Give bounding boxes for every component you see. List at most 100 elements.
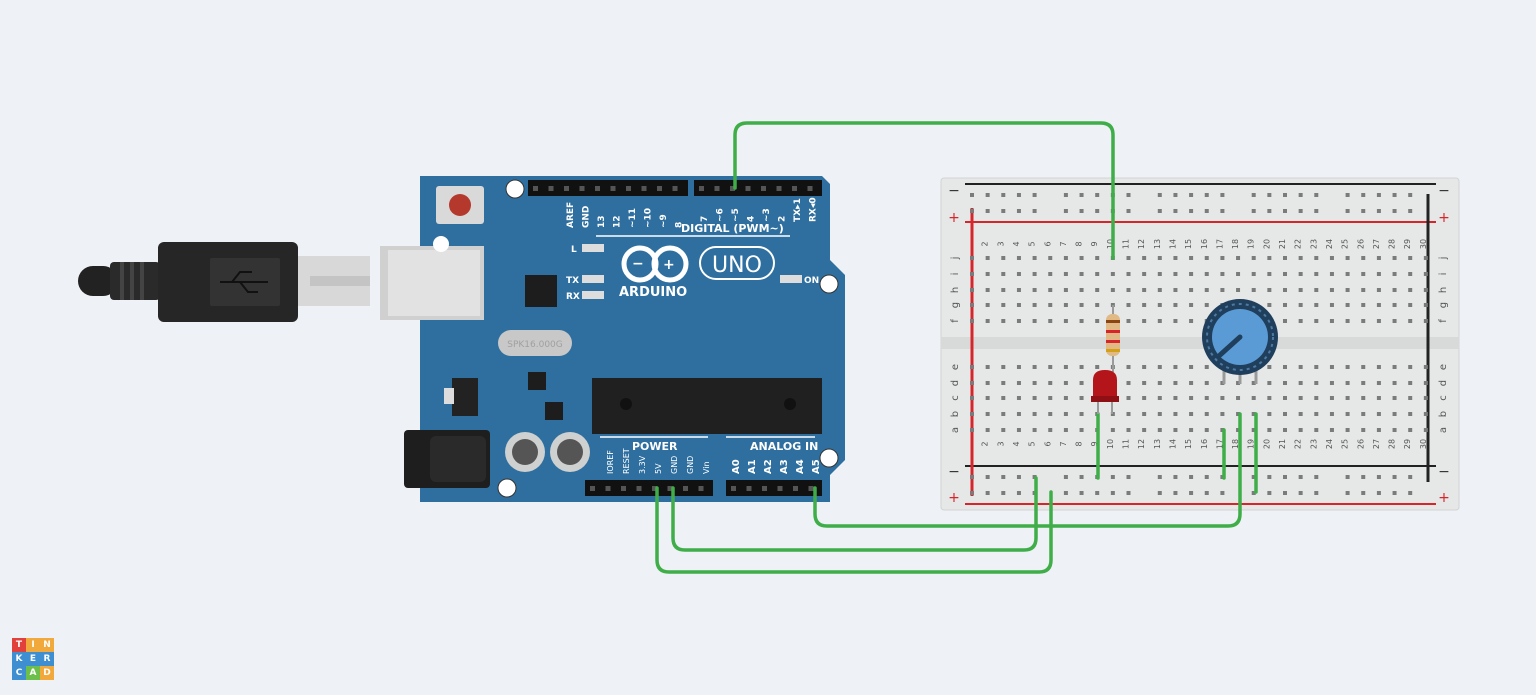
breadboard-hole[interactable] (1329, 396, 1334, 400)
breadboard-hole[interactable] (1423, 256, 1428, 260)
breadboard-hole[interactable] (1016, 396, 1021, 400)
breadboard-hole[interactable] (1063, 475, 1068, 479)
breadboard-hole[interactable] (1189, 209, 1194, 213)
breadboard-hole[interactable] (1361, 193, 1366, 197)
header-hole[interactable] (548, 186, 554, 191)
breadboard-hole[interactable] (1032, 396, 1037, 400)
breadboard-hole[interactable] (1016, 209, 1021, 213)
breadboard-hole[interactable] (1392, 365, 1397, 369)
header-hole[interactable] (610, 186, 616, 191)
breadboard-hole[interactable] (1298, 209, 1303, 213)
breadboard-hole[interactable] (1267, 256, 1272, 260)
breadboard-hole[interactable] (1345, 365, 1350, 369)
breadboard-hole[interactable] (1001, 365, 1006, 369)
breadboard-hole[interactable] (1142, 272, 1147, 276)
breadboard-hole[interactable] (1095, 365, 1100, 369)
breadboard-hole[interactable] (1016, 381, 1021, 385)
breadboard-hole[interactable] (1079, 256, 1084, 260)
breadboard-hole[interactable] (1173, 396, 1178, 400)
breadboard-hole[interactable] (1314, 193, 1319, 197)
breadboard-hole[interactable] (1048, 272, 1053, 276)
breadboard-hole[interactable] (1204, 381, 1209, 385)
breadboard-hole[interactable] (1173, 272, 1178, 276)
breadboard-hole[interactable] (1204, 256, 1209, 260)
breadboard-hole[interactable] (1126, 256, 1131, 260)
wires[interactable] (655, 121, 1258, 574)
breadboard-hole[interactable] (1001, 428, 1006, 432)
breadboard-hole[interactable] (1251, 428, 1256, 432)
breadboard-hole[interactable] (1376, 256, 1381, 260)
breadboard-hole[interactable] (1376, 365, 1381, 369)
breadboard-hole[interactable] (1329, 381, 1334, 385)
breadboard-hole[interactable] (1016, 288, 1021, 292)
breadboard-hole[interactable] (1408, 303, 1413, 307)
breadboard-hole[interactable] (1032, 303, 1037, 307)
breadboard-hole[interactable] (1236, 256, 1241, 260)
header-hole[interactable] (564, 186, 569, 191)
breadboard-hole[interactable] (1204, 272, 1209, 276)
breadboard-hole[interactable] (985, 412, 990, 416)
header-hole[interactable] (657, 186, 662, 191)
breadboard-hole[interactable] (985, 256, 990, 260)
breadboard-hole[interactable] (1126, 428, 1131, 432)
breadboard-hole[interactable] (1016, 256, 1021, 260)
breadboard-hole[interactable] (1251, 491, 1256, 495)
header-hole[interactable] (730, 186, 735, 191)
breadboard-hole[interactable] (1173, 288, 1178, 292)
breadboard-hole[interactable] (1251, 209, 1256, 213)
breadboard-hole[interactable] (1063, 319, 1068, 323)
breadboard-hole[interactable] (1392, 288, 1397, 292)
breadboard-hole[interactable] (970, 412, 974, 416)
usb-cable[interactable] (78, 242, 370, 322)
breadboard-hole[interactable] (1048, 365, 1053, 369)
breadboard-hole[interactable] (1173, 256, 1178, 260)
wire-gnd-to-rail[interactable] (671, 476, 1038, 552)
breadboard-hole[interactable] (1298, 256, 1303, 260)
breadboard-hole[interactable] (1392, 412, 1397, 416)
breadboard-hole[interactable] (1220, 412, 1225, 416)
breadboard-hole[interactable] (1236, 428, 1241, 432)
breadboard-hole[interactable] (1173, 303, 1178, 307)
breadboard-hole[interactable] (1204, 303, 1209, 307)
breadboard-hole[interactable] (1189, 396, 1194, 400)
breadboard-hole[interactable] (1126, 288, 1131, 292)
breadboard-hole[interactable] (1345, 412, 1350, 416)
breadboard-hole[interactable] (1032, 209, 1037, 213)
breadboard-hole[interactable] (1189, 428, 1194, 432)
breadboard-hole[interactable] (970, 365, 974, 369)
breadboard-hole[interactable] (1001, 256, 1006, 260)
breadboard-hole[interactable] (1016, 475, 1021, 479)
breadboard-hole[interactable] (1173, 381, 1178, 385)
breadboard-hole[interactable] (1126, 319, 1131, 323)
breadboard-hole[interactable] (1189, 319, 1194, 323)
header-hole[interactable] (626, 186, 631, 191)
breadboard-hole[interactable] (970, 303, 974, 307)
breadboard-hole[interactable] (985, 319, 990, 323)
breadboard-hole[interactable] (1329, 256, 1334, 260)
breadboard-hole[interactable] (1157, 396, 1162, 400)
breadboard-hole[interactable] (1423, 303, 1428, 307)
breadboard-hole[interactable] (1157, 256, 1162, 260)
breadboard-hole[interactable] (1189, 256, 1194, 260)
breadboard-hole[interactable] (1032, 319, 1037, 323)
breadboard-hole[interactable] (1204, 475, 1209, 479)
breadboard-hole[interactable] (1267, 475, 1272, 479)
breadboard-hole[interactable] (985, 209, 990, 213)
breadboard-hole[interactable] (1361, 319, 1366, 323)
breadboard-hole[interactable] (1376, 193, 1381, 197)
breadboard-hole[interactable] (1126, 209, 1131, 213)
breadboard-hole[interactable] (1283, 319, 1287, 323)
breadboard-hole[interactable] (1236, 396, 1241, 400)
header-hole[interactable] (605, 486, 611, 491)
breadboard-hole[interactable] (1079, 396, 1084, 400)
breadboard-hole[interactable] (1361, 256, 1366, 260)
breadboard-hole[interactable] (1361, 491, 1366, 495)
breadboard-hole[interactable] (1032, 256, 1037, 260)
breadboard-hole[interactable] (1079, 193, 1084, 197)
breadboard-hole[interactable] (1376, 209, 1381, 213)
breadboard-hole[interactable] (1189, 272, 1194, 276)
breadboard-hole[interactable] (1032, 428, 1037, 432)
breadboard-hole[interactable] (1173, 319, 1178, 323)
breadboard-hole[interactable] (1314, 412, 1319, 416)
breadboard-hole[interactable] (1095, 193, 1100, 197)
